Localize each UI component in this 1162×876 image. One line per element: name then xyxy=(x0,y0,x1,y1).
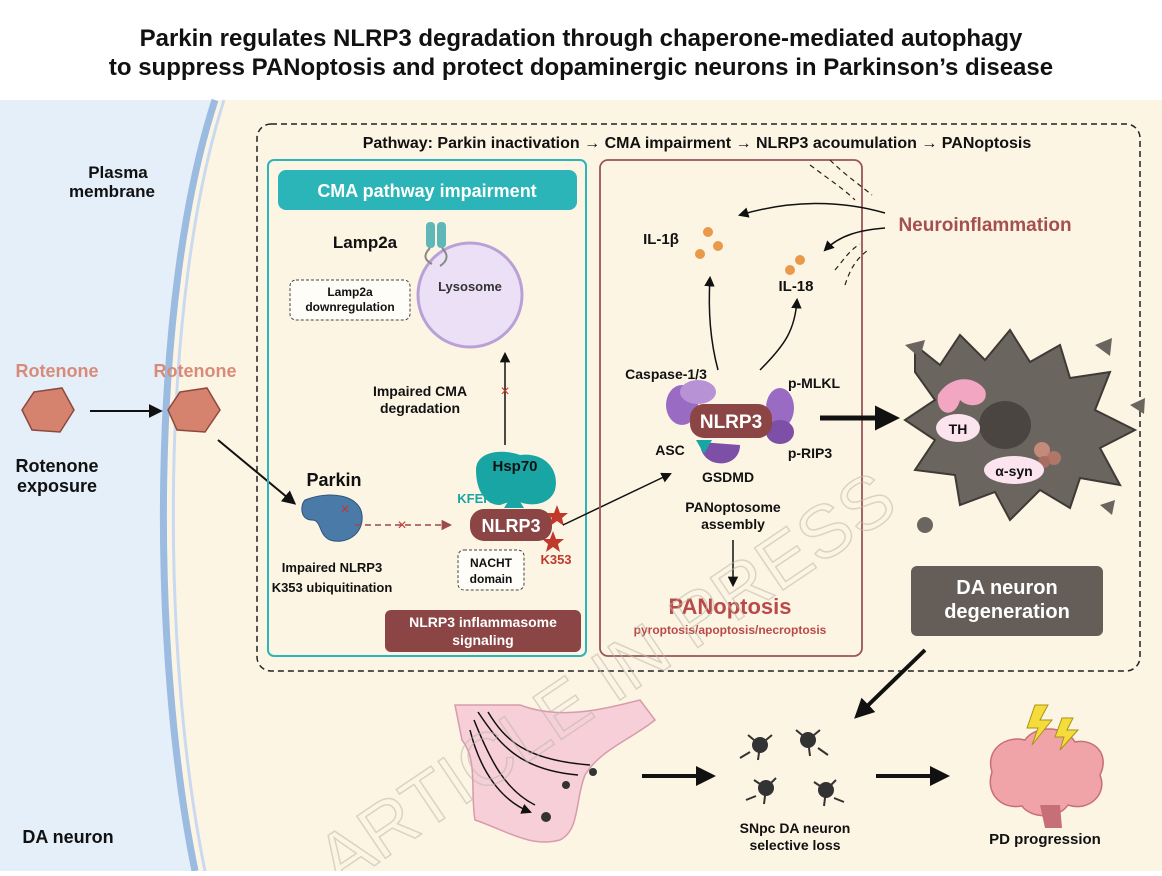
da-neuron-label: DA neuron xyxy=(22,827,113,847)
panoptosis-subtitle: pyroptosis/apoptosis/necroptosis xyxy=(634,623,827,637)
parkin-icon xyxy=(301,494,363,542)
degeneration-line1: DA neuron xyxy=(956,577,1057,599)
rotenone-to-parkin-arrow xyxy=(217,439,297,505)
hsp70-label: Hsp70 xyxy=(492,458,537,475)
panoptosis-panel xyxy=(599,159,863,657)
cma-panel xyxy=(267,159,587,657)
nlrp3-signaling-box xyxy=(385,610,581,652)
asyn-label: α-syn xyxy=(995,463,1032,479)
panoptosis-label: PANoptosis xyxy=(668,594,791,619)
nacht-line2: domain xyxy=(470,572,513,586)
pmlkl-label: p-MLKL xyxy=(788,375,841,391)
lysosome xyxy=(416,241,524,349)
inflammation-signal-lines xyxy=(809,159,873,286)
neuroinflammation-arrow-1 xyxy=(737,202,886,218)
rotenone-outer-icon xyxy=(21,387,75,433)
assembly-line1: PANoptosome xyxy=(685,499,781,515)
il18-arrow xyxy=(759,297,802,371)
caspase-label: Caspase-1/3 xyxy=(625,366,707,382)
cma-header xyxy=(278,170,577,210)
pathway-box xyxy=(256,123,1141,672)
rotenone-exposure-2: exposure xyxy=(17,476,97,496)
degeneration-box xyxy=(911,566,1103,636)
snpc-line2: selective loss xyxy=(749,837,840,853)
parkin-x: × xyxy=(340,501,349,518)
pathway-text: Pathway: Parkin inactivation → CMA impai… xyxy=(363,135,1032,152)
impaired-cma-line1: Impaired CMA xyxy=(373,383,467,399)
kfero-motif-icon xyxy=(504,492,524,508)
neuroinflammation-label: Neuroinflammation xyxy=(898,215,1071,236)
hsp70-icon xyxy=(476,451,556,505)
plasma-membrane-label-2: membrane xyxy=(69,182,155,201)
ubiquitination-line1: Impaired NLRP3 xyxy=(282,560,382,575)
prip3-label: p-RIP3 xyxy=(788,445,833,461)
nlrp3-cma-label: NLRP3 xyxy=(481,516,540,536)
kfero-label: KFERO xyxy=(457,491,503,506)
neuron-debris-icon xyxy=(905,338,1145,533)
lamp2a-label: Lamp2a xyxy=(333,233,398,252)
lamp2a-box-line1: Lamp2a xyxy=(327,285,373,299)
rotenone-inner-icon xyxy=(167,387,221,433)
plasma-membrane-label-1: Plasma xyxy=(88,163,148,182)
parkin-nlrp3-x: × xyxy=(397,517,406,534)
asyn-glow xyxy=(984,456,1044,484)
membrane-region xyxy=(0,100,215,871)
rotenone-inner-label: Rotenone xyxy=(154,361,237,381)
il18-cytokine-icon xyxy=(785,255,805,275)
asc-label: ASC xyxy=(655,442,685,458)
nlrp3-panoptosome-label: NLRP3 xyxy=(700,412,762,433)
projection-arrows-icon xyxy=(469,711,591,812)
cma-header-label: CMA pathway impairment xyxy=(317,181,536,201)
brain-icon xyxy=(989,728,1104,828)
rotenone-outer-label: Rotenone xyxy=(16,361,99,381)
snpc-line1: SNpc DA neuron xyxy=(740,820,851,836)
neuron-cluster-icon xyxy=(739,729,845,807)
parkin-label: Parkin xyxy=(306,470,361,490)
title-line-1: Parkin regulates NLRP3 degradation throu… xyxy=(140,25,1023,52)
k353-label: K353 xyxy=(540,552,571,567)
il1b-arrow xyxy=(704,275,719,371)
degeneration-to-loss-arrow xyxy=(854,648,927,719)
impaired-cma-x: × xyxy=(500,383,509,400)
nucleus-icon xyxy=(979,401,1031,449)
lightning-icon-2 xyxy=(1054,717,1080,751)
lightning-icon xyxy=(1026,704,1054,746)
title-line-2: to suppress PANoptosis and protect dopam… xyxy=(109,54,1053,81)
th-label: TH xyxy=(949,421,968,437)
nacht-box xyxy=(457,549,525,591)
ubiquitination-line2: K353 ubiquitination xyxy=(272,580,393,595)
plasma-membrane xyxy=(159,98,219,872)
il18-label: IL-18 xyxy=(778,278,813,295)
lamp2a-downregulation-box xyxy=(289,279,411,321)
th-glow xyxy=(936,414,980,442)
nacht-line1: NACHT xyxy=(470,556,513,570)
nlrp3-to-panoptosome-arrow xyxy=(562,472,672,526)
panoptosome-complex-icon xyxy=(666,380,794,464)
neuroinflammation-arrow-2 xyxy=(823,227,886,252)
nlrp3-cma xyxy=(470,509,552,541)
nlrp3-signaling-line2: signaling xyxy=(452,632,513,648)
degeneration-line2: degeneration xyxy=(944,601,1070,623)
gsdmd-label: GSDMD xyxy=(702,469,754,485)
k353-star-icon-2 xyxy=(542,531,564,552)
impaired-cma-line2: degradation xyxy=(380,400,460,416)
nlrp3-panoptosome xyxy=(690,404,772,438)
pd-progression-label: PD progression xyxy=(989,831,1101,848)
alpha-synuclein-aggregate-icon xyxy=(1034,442,1061,468)
lysosome-label: Lysosome xyxy=(438,279,502,294)
assembly-line2: assembly xyxy=(701,516,765,532)
nlrp3-signaling-line1: NLRP3 inflammasome xyxy=(409,614,557,630)
il1b-cytokine-icon xyxy=(695,227,723,259)
lamp2a-receptor-icon xyxy=(424,222,448,267)
il1b-label: IL-1β xyxy=(643,231,679,248)
lamp2a-box-line2: downregulation xyxy=(305,300,394,314)
th-icon xyxy=(937,379,986,413)
rotenone-exposure-1: Rotenone xyxy=(16,456,99,476)
midbrain-neurons-icon xyxy=(541,768,597,822)
k353-star-icon xyxy=(546,505,568,526)
